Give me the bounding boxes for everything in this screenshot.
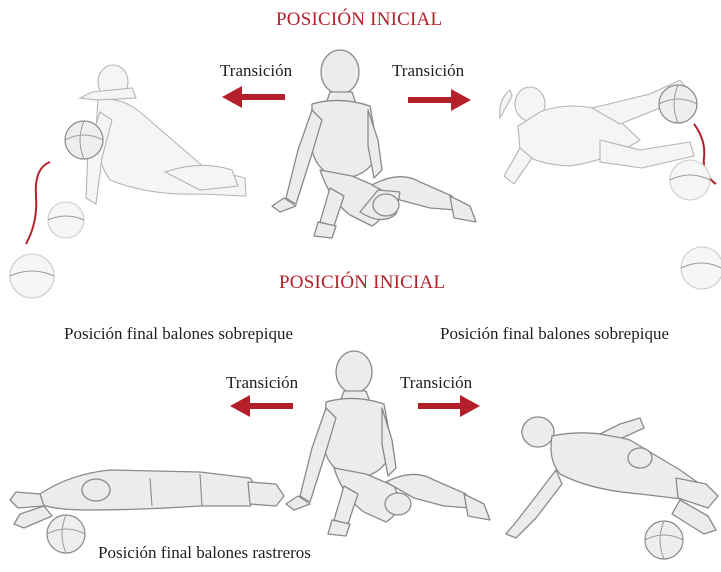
top-left-goalkeeper-figure xyxy=(80,65,246,204)
bottom-left-goalkeeper-figure xyxy=(10,470,284,528)
bottom-left-transition-arrow xyxy=(230,395,293,417)
bottom-right-ball xyxy=(645,521,683,559)
top-left-ball-trajectory xyxy=(26,162,50,244)
bottom-right-transition-arrow xyxy=(418,395,480,417)
bottom-center-goalkeeper-figure xyxy=(286,351,490,536)
top-right-ball-held xyxy=(659,85,697,123)
top-left-ball-bounce xyxy=(48,202,84,238)
top-right-transition-arrow xyxy=(408,89,471,111)
bottom-right-goalkeeper-figure xyxy=(506,417,718,538)
top-left-ball-floor xyxy=(10,254,54,298)
bottom-left-ball xyxy=(47,515,85,553)
top-right-ball-floor xyxy=(681,247,721,289)
top-left-ball-held xyxy=(65,121,103,159)
top-right-ball-bounce xyxy=(670,160,710,200)
top-left-transition-arrow xyxy=(222,86,285,108)
top-center-goalkeeper-figure xyxy=(272,50,476,238)
